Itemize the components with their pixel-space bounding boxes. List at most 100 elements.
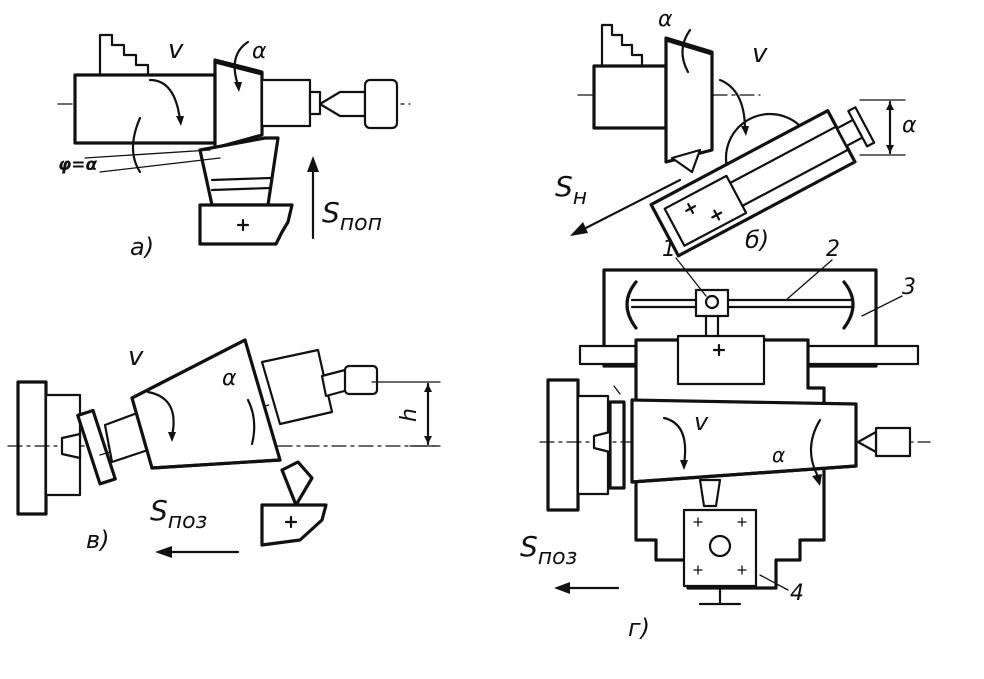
panel-g-tailstock <box>874 426 912 458</box>
panel-b-feed-arrowhead <box>570 222 588 236</box>
panel-a-phi-label: φ=α <box>58 155 98 175</box>
panel-b-rotation-arc <box>718 78 747 132</box>
panel-v-h-head1 <box>424 384 432 392</box>
panel-b-rotation-arrow <box>741 126 749 136</box>
panel-a-angle-arrow <box>234 82 242 92</box>
panel-v-dog <box>76 408 117 486</box>
panel-g-callout-4: 4 <box>790 581 804 606</box>
panel-a-jaw <box>98 33 150 77</box>
panel-g-callout3-line <box>861 295 903 317</box>
panel-v-h-head2 <box>424 436 432 444</box>
panel-g-tool <box>698 478 722 508</box>
panel-v-cone-top <box>130 338 247 400</box>
panel-a-center <box>318 90 367 118</box>
panel-b-cone-edge <box>664 38 714 56</box>
panel-b-spindle-group <box>649 106 876 258</box>
panel-g-slider <box>694 288 730 318</box>
panel-v-tool <box>280 460 314 507</box>
panel-g-dog-tick <box>613 385 621 395</box>
panel-b-chuck <box>592 64 668 130</box>
panel-g-feed-arrowhead <box>554 582 570 594</box>
panel-b-jaw <box>600 23 644 68</box>
panel-a: v α φ=α Sпоп а) <box>57 33 411 261</box>
panel-a-shaft-tip <box>308 90 322 116</box>
panel-a-tool-line1 <box>210 176 272 182</box>
panel-b: α v α Sн б) <box>555 7 917 258</box>
panel-v-feed-label: Sпоз <box>150 494 207 534</box>
panel-b-dim-head1 <box>886 102 894 110</box>
panel-b-angle-arc <box>681 28 692 74</box>
panel-v-shaft-right <box>260 348 334 426</box>
panel-b-angle-right-label: α <box>902 113 917 138</box>
panel-a-cone-edge <box>213 60 264 76</box>
panel-a-speed-label: v <box>168 35 184 65</box>
panel-g-callout2-line <box>785 259 833 301</box>
panel-a-caption: а) <box>130 233 154 261</box>
panel-a-phi-arc <box>131 116 142 174</box>
panel-a-cone <box>213 58 264 150</box>
panel-b-feed-label: Sн <box>555 170 587 210</box>
panel-a-tool-line2 <box>210 186 272 192</box>
panel-v-rotation-arrow <box>168 432 176 442</box>
panel-b-angle-top-label: α <box>658 7 673 32</box>
panel-b-plus2-v <box>713 209 721 221</box>
panel-v: v α h Sпоз в) <box>7 338 441 558</box>
panel-g-angle-arrow <box>812 474 822 486</box>
panel-v-faceplate <box>16 380 48 516</box>
panel-a-angle-label: α <box>252 39 267 64</box>
panel-v-holder <box>260 503 328 547</box>
panel-v-feed-arrowhead <box>155 546 172 558</box>
panel-g-tool-circle <box>708 534 732 558</box>
panel-g-caption: г) <box>628 614 650 642</box>
panel-g-angle-arc <box>810 418 822 482</box>
panel-g-callout1-line <box>675 257 707 297</box>
panel-g-center-left <box>592 430 612 454</box>
panel-a-shaft <box>260 78 312 128</box>
panel-v-cone-bottom <box>150 458 282 470</box>
panel-b-spindle-block <box>663 174 748 247</box>
panel-g-work-taper <box>630 464 858 484</box>
panel-g-speed-label: v <box>694 408 709 436</box>
panel-g-stop-right <box>842 280 855 330</box>
panel-a-feed-label: Sпоп <box>322 196 382 236</box>
panel-g-center-right <box>856 430 878 454</box>
panel-a-phi-line1 <box>84 149 211 159</box>
panel-b-spindle-line1 <box>729 125 838 185</box>
panel-g: 1 2 3 4 v α Sпоз г) <box>520 237 931 642</box>
panel-b-speed-label: v <box>752 39 768 69</box>
panel-b-plus1-v <box>687 202 695 215</box>
panel-g-stop-left <box>625 280 638 330</box>
panel-v-angle-label: α <box>222 366 237 391</box>
panel-v-tailstock <box>343 364 379 396</box>
panel-b-spindle-line2 <box>741 148 850 207</box>
panel-g-callout-2: 2 <box>826 237 840 262</box>
panel-b-dim-head2 <box>886 145 894 153</box>
panel-a-rotation-arrow <box>176 116 184 126</box>
panel-b-tool-tip <box>670 148 702 174</box>
panel-v-speed-label: v <box>128 342 144 372</box>
panel-g-feed-label: Sпоз <box>520 530 577 570</box>
panel-g-rotation-arrow <box>680 460 688 470</box>
panel-v-center <box>60 432 82 460</box>
panel-g-slider-pivot <box>704 294 720 310</box>
panel-v-rotation-arc <box>146 390 175 438</box>
panel-a-feed-arrowhead <box>307 156 319 172</box>
panel-g-tool-block <box>682 508 758 588</box>
panel-g-angle-label: α <box>772 443 785 467</box>
panel-g-dog <box>608 400 626 490</box>
panel-g-callout-1: 1 <box>662 237 676 262</box>
panel-v-dog-group <box>76 408 117 486</box>
panel-g-top-block <box>676 334 766 386</box>
panel-v-offset-label: h <box>397 408 422 422</box>
panel-g-callout4-line <box>759 574 789 591</box>
panel-b-feed-arrow <box>576 178 682 234</box>
panel-a-tool <box>198 136 280 207</box>
panel-a-phi-line2 <box>99 157 221 173</box>
panel-a-angle-arc <box>233 40 250 87</box>
panel-b-cone <box>664 36 714 164</box>
panel-g-rotation-arc <box>662 416 687 466</box>
panel-b-caption: б) <box>745 226 769 254</box>
panel-a-tailstock <box>363 78 399 130</box>
panel-a-rotation-arc <box>148 78 182 122</box>
